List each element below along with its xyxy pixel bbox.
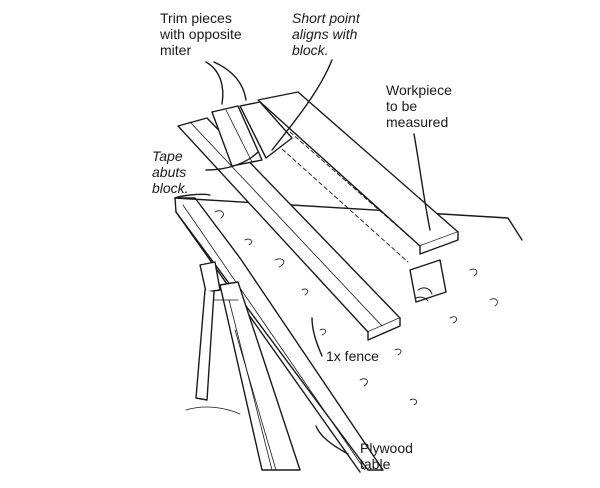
label-fence: 1x fence xyxy=(326,348,379,364)
trim-pieces xyxy=(211,101,293,167)
label-workpiece: Workpiece to be measured xyxy=(386,82,452,130)
leader-short-point xyxy=(271,59,333,151)
leader-plywood xyxy=(315,425,349,455)
fence-board xyxy=(177,117,401,341)
label-short-point: Short point aligns with block. xyxy=(292,10,360,58)
stop-block xyxy=(409,259,447,303)
plywood-table xyxy=(174,193,523,473)
leader-trim-2 xyxy=(213,61,247,101)
leader-trim xyxy=(205,61,224,105)
label-plywood: Plywood table xyxy=(360,440,413,472)
leader-workpiece xyxy=(413,133,431,231)
leader-fence xyxy=(311,317,323,357)
leader-tape xyxy=(205,151,259,171)
label-trim-pieces: Trim pieces with opposite miter xyxy=(160,10,242,58)
label-tape-abuts: Tape abuts block. xyxy=(152,148,189,196)
workpiece-board xyxy=(257,91,459,263)
sawhorse xyxy=(185,261,301,471)
